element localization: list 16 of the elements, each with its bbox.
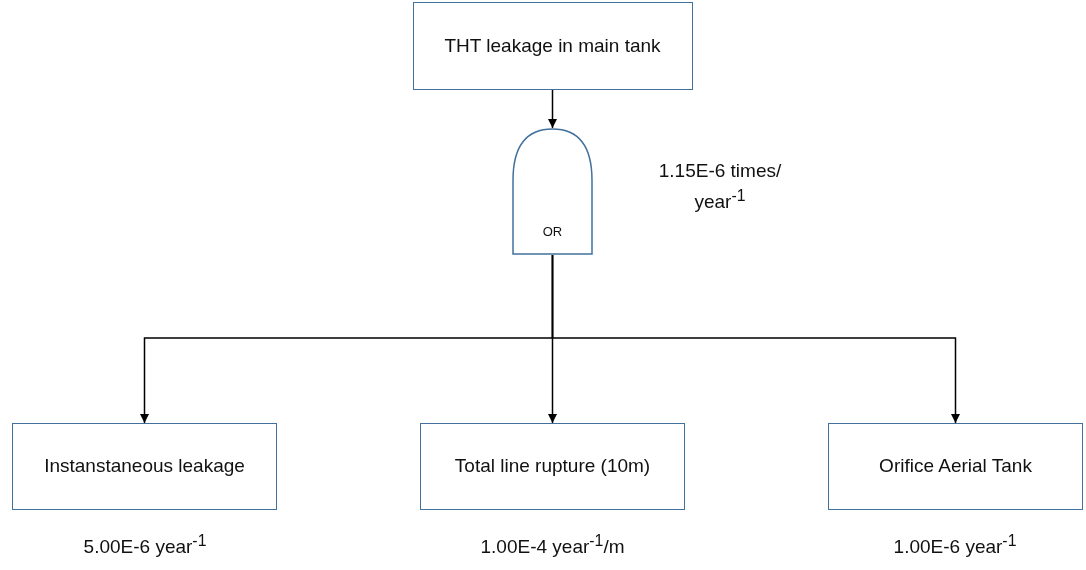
event-label: Total line rupture (10m) [453,454,652,479]
arrow [548,89,557,129]
frequency-label: 1.15E-6 times/ year$^{-1}$ [657,159,783,214]
event-box [420,423,685,510]
frequency-label: 1.00E-6 year$^{-1}$ [892,531,1018,560]
event-label: Orifice Aerial Tank [878,454,1033,479]
event-box [828,423,1083,510]
event-label: THT leakage in main tank [443,33,662,58]
frequency-label: 1.00E-4 year$^{-1}$/m [479,531,626,560]
arrow [551,254,960,424]
event-box [12,423,277,510]
or-gate [512,128,593,255]
gate-label: OR [541,224,564,241]
event-label: Instanstaneous leakage [43,454,246,479]
frequency-label: 5.00E-6 year$^{-1}$ [82,531,208,560]
event-box [412,2,693,90]
